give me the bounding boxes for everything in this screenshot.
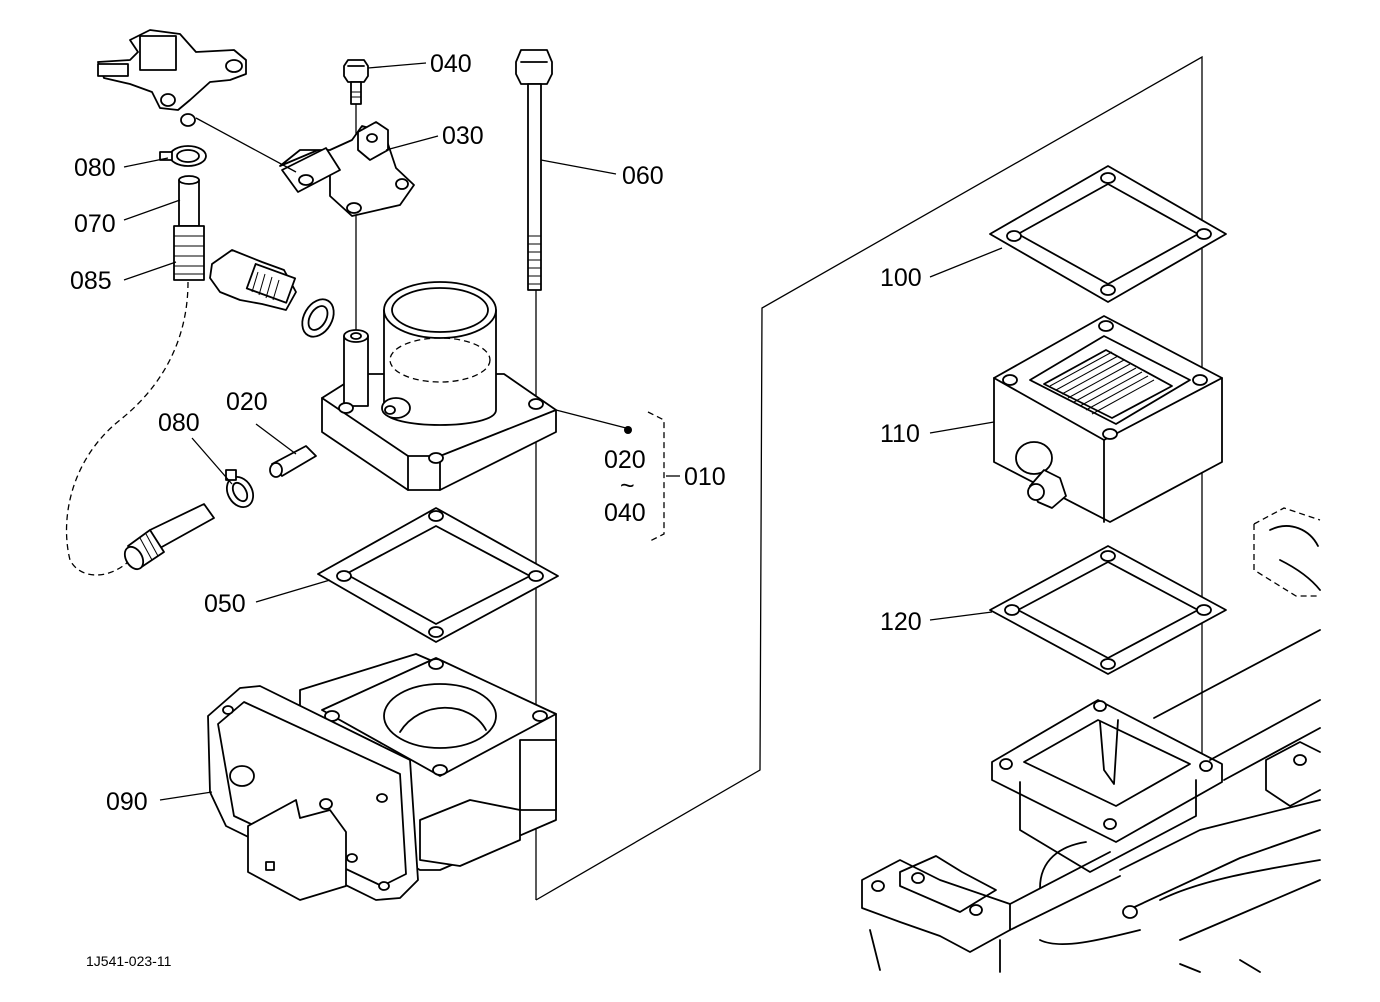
label-070: 070: [74, 210, 116, 238]
drawing-code: 1J541-023-11: [86, 953, 172, 969]
temperature-sensor: [209, 249, 335, 338]
label-020: 020: [226, 388, 268, 416]
sensor-assembly-top: [97, 29, 297, 173]
part-050-gasket: [317, 507, 559, 643]
label-010: 010: [684, 463, 726, 491]
label-080-upper: 080: [74, 154, 116, 182]
label-120: 120: [880, 608, 922, 636]
part-020-pipe: [269, 445, 317, 478]
part-100-gasket: [989, 165, 1227, 303]
part-010-inlet-body: [321, 281, 632, 491]
leader-lines: [123, 62, 1003, 801]
part-labels: 040 030 060 080 070 085 020 080 010 020 …: [70, 50, 922, 969]
part-080-clamp-upper: [159, 145, 207, 167]
label-020-range: 020: [604, 446, 646, 474]
label-030: 030: [442, 122, 484, 150]
label-090: 090: [106, 788, 148, 816]
part-040-bolt: [343, 59, 369, 340]
intake-manifold: [861, 507, 1321, 973]
label-100: 100: [880, 264, 922, 292]
hose-end-fitting: [123, 503, 215, 571]
part-080-clamp-lower: [225, 469, 255, 508]
part-070-hose: [178, 175, 200, 227]
part-110-heater-block: [993, 315, 1223, 523]
label-085: 085: [70, 267, 112, 295]
label-050: 050: [204, 590, 246, 618]
label-060: 060: [622, 162, 664, 190]
part-090-throttle-body: [207, 653, 557, 901]
part-030-bracket: [279, 121, 415, 217]
part-060-long-bolt: [515, 49, 553, 291]
label-110: 110: [880, 420, 920, 448]
part-085-connector: [65, 225, 205, 576]
label-040: 040: [430, 50, 472, 78]
label-range-tilde: ~: [620, 472, 635, 500]
label-080-lower: 080: [158, 409, 200, 437]
label-040-range: 040: [604, 499, 646, 527]
part-120-gasket: [989, 545, 1227, 675]
